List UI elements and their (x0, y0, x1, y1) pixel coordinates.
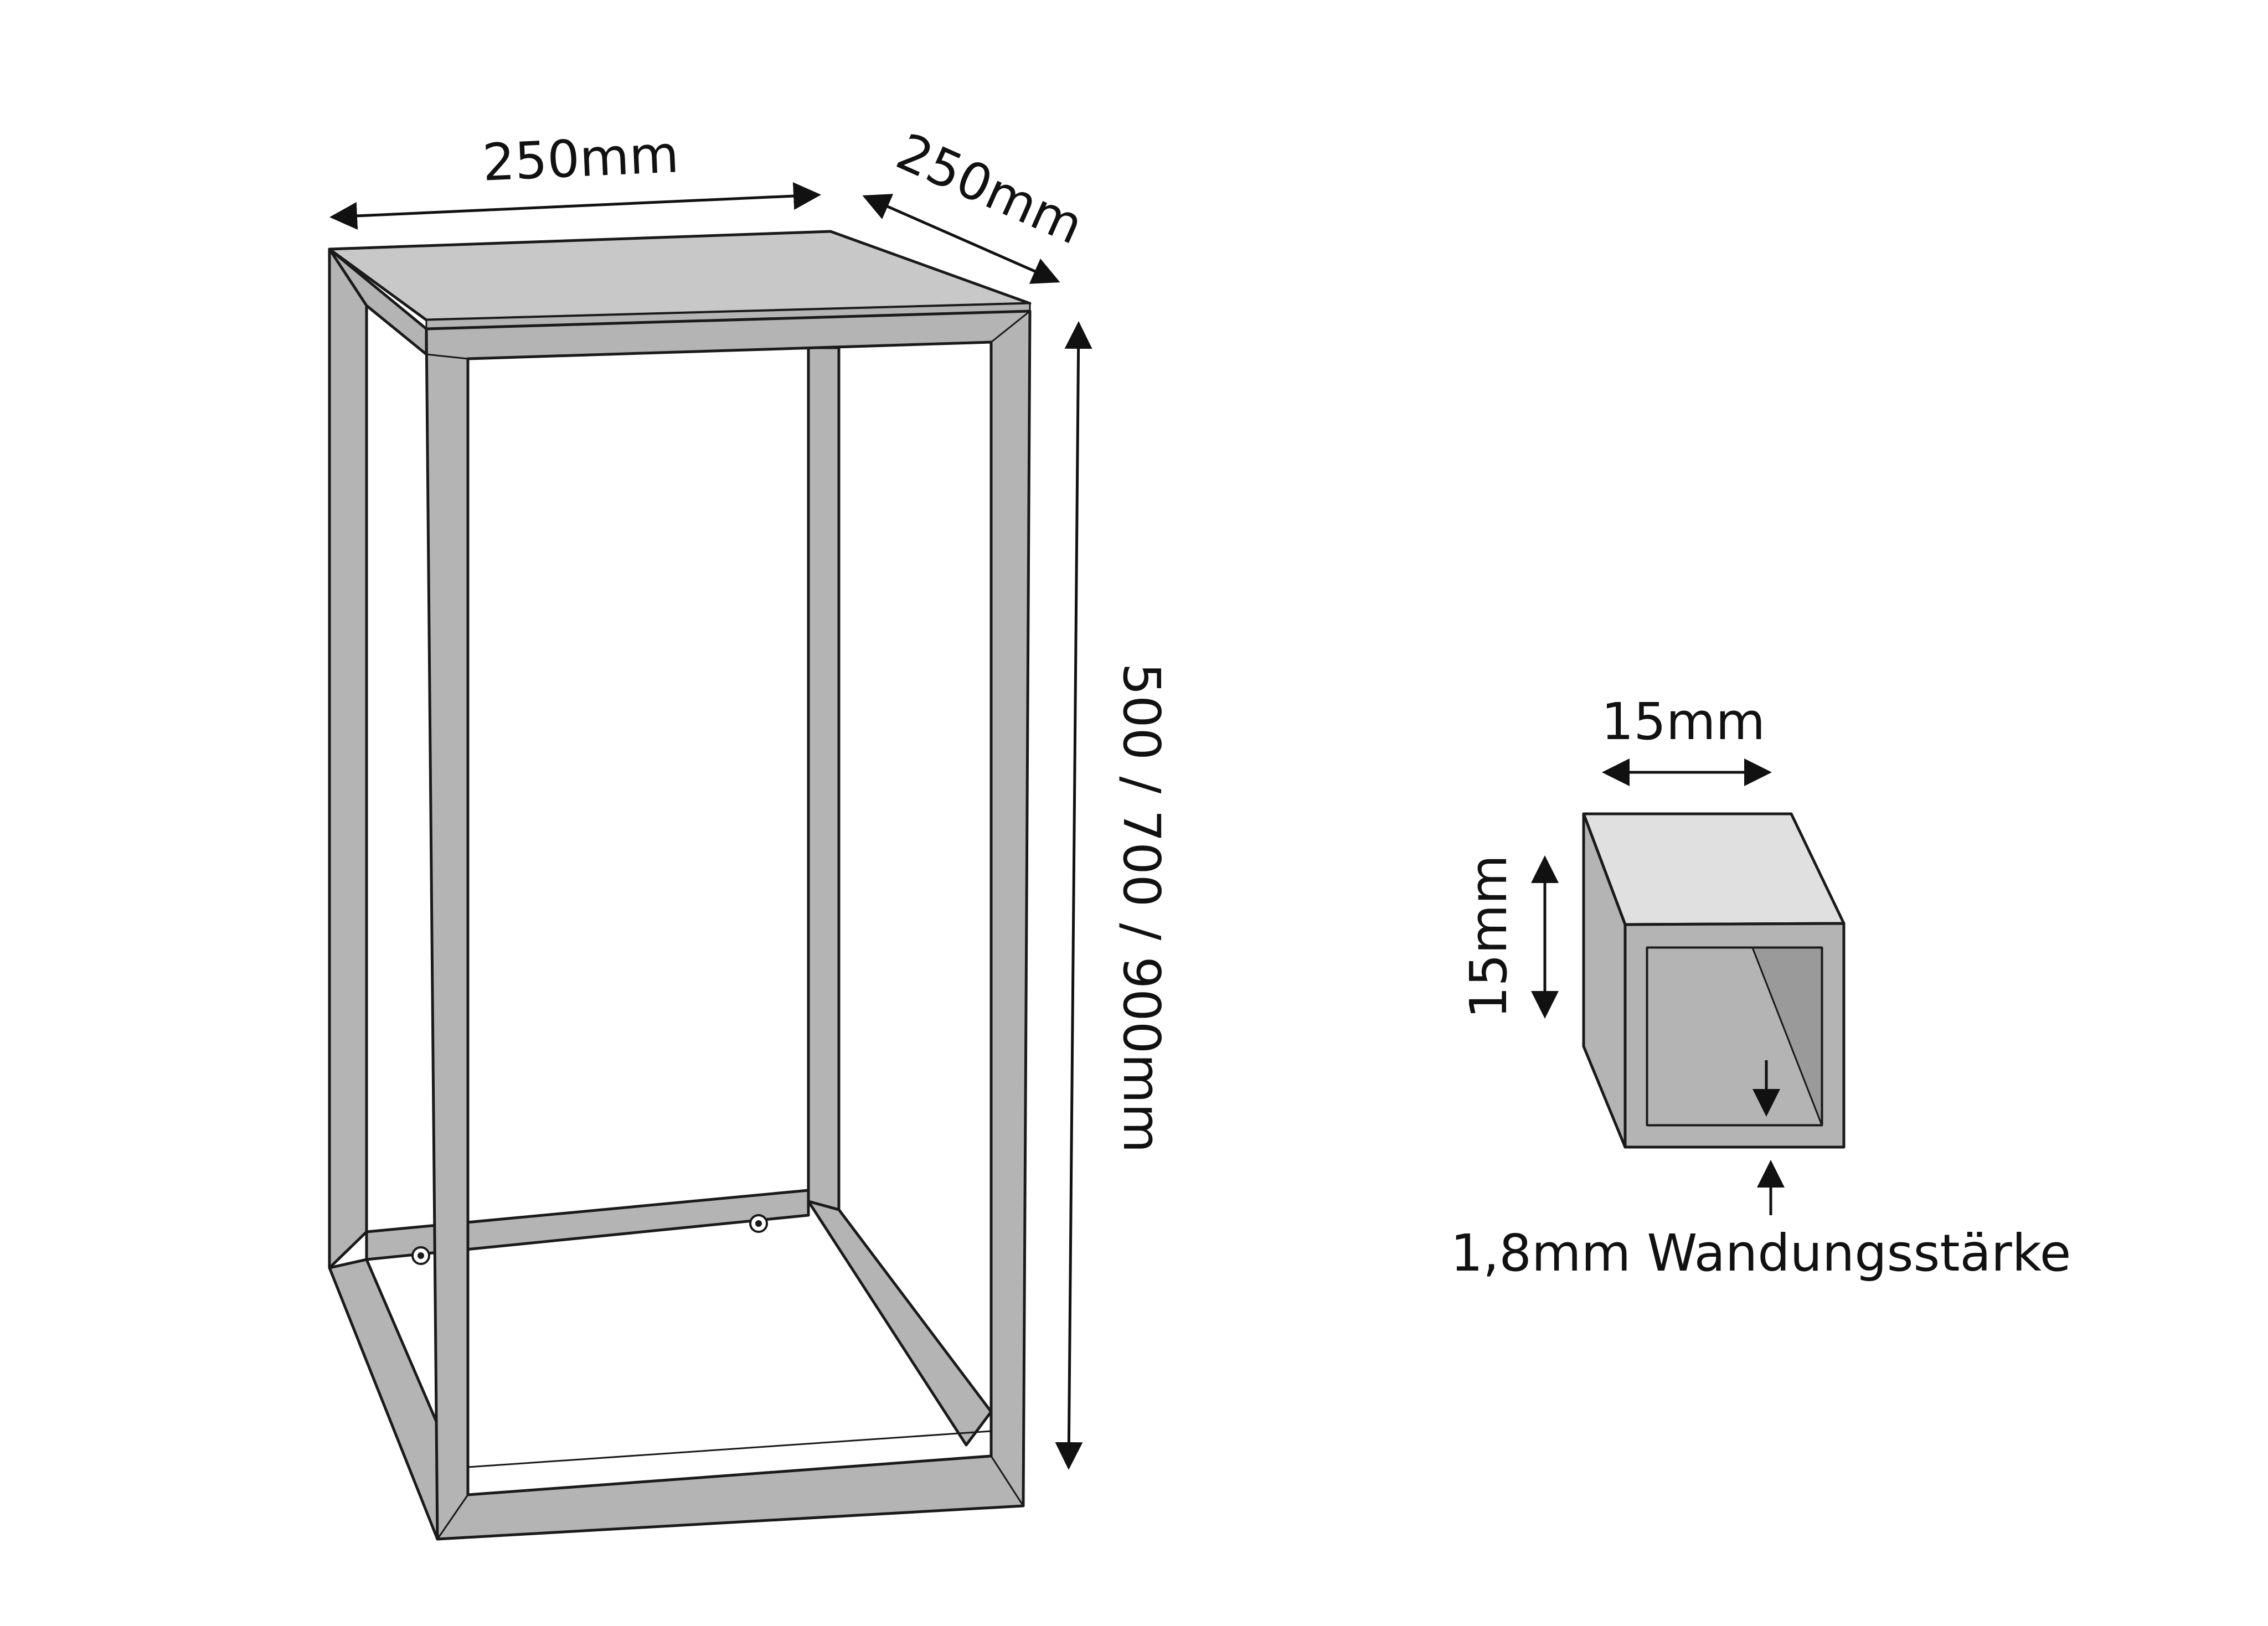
profile-height-label: 15mm (1459, 855, 1518, 1019)
wall-thickness-label: 1,8mm Wandungsstärke (1451, 1224, 2071, 1283)
top-width-dimension-line (329, 182, 821, 230)
plant-stand-drawing (328, 230, 1032, 1541)
height-dimension-line (1055, 321, 1092, 1470)
screw-head-icon (749, 1214, 768, 1233)
right-bottom-rail (807, 1200, 993, 1447)
screw-head-icon (411, 1246, 430, 1265)
profile-top-face (1582, 812, 1846, 926)
back-left-post (328, 247, 368, 1269)
back-right-post (807, 346, 841, 1211)
profile-cross-section (1582, 812, 1846, 1149)
profile-inner-light (1646, 947, 1823, 1126)
top-depth-dimension-line (862, 194, 1060, 284)
height-label: 500 / 700 / 900mm (1112, 663, 1171, 1153)
back-bottom-rail (365, 1189, 810, 1261)
top-width-label: 250mm (481, 125, 680, 192)
top-depth-label: 250mm (888, 122, 1092, 256)
profile-width-label: 15mm (1601, 692, 1765, 751)
